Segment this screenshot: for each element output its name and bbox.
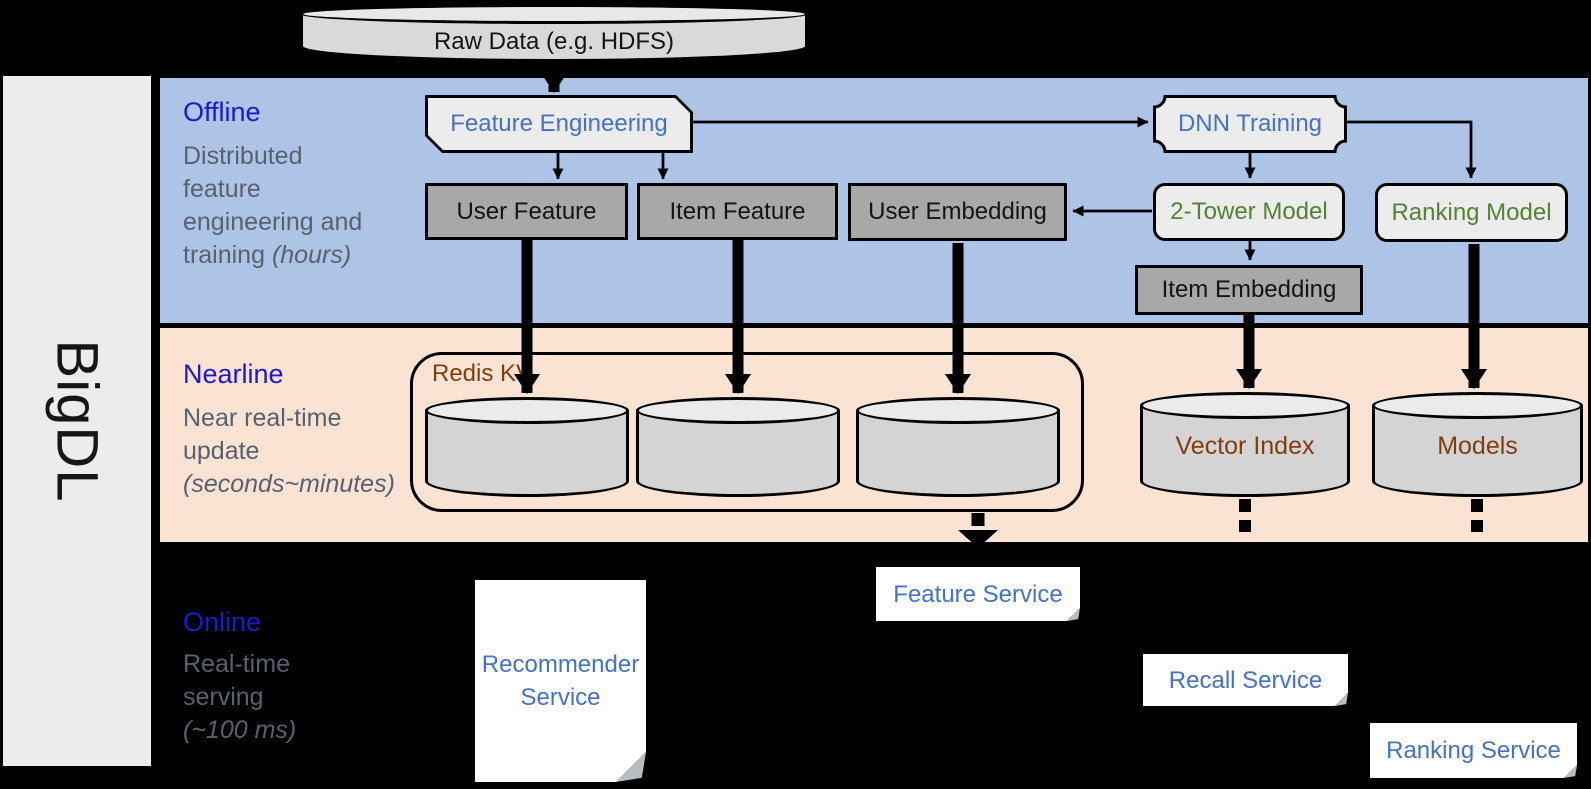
online-desc-line: serving — [183, 683, 264, 711]
online-title: Online — [183, 607, 262, 637]
offline-desc-line: feature — [183, 175, 261, 203]
item-embedding-node: Item Embedding — [1135, 265, 1363, 315]
ranking-model-node: Ranking Model — [1375, 183, 1568, 242]
recall-service-node: Recall Service — [1143, 654, 1348, 706]
recall-service-label: Recall Service — [1168, 666, 1323, 694]
cylinder-body — [1372, 405, 1583, 497]
nearline-desc-line: update — [183, 437, 260, 465]
online-description: Real-time serving (~100 ms) — [183, 648, 296, 747]
dnn-training-node: DNN Training — [1153, 95, 1347, 153]
redis-kv-label: Redis KV — [432, 360, 533, 387]
offline-desc-line: Distributed — [183, 142, 303, 170]
nearline-title: Nearline — [183, 359, 284, 389]
cylinder-body — [636, 410, 840, 497]
nearline-desc-line: Near real-time — [183, 404, 342, 432]
online-desc-line: (~100 ms) — [183, 716, 297, 744]
raw-data-label: Raw Data (e.g. HDFS) — [433, 28, 675, 55]
bigdl-side-rail: BigDL — [3, 76, 151, 766]
document-shape — [876, 567, 1080, 621]
user-feature-node: User Feature — [425, 183, 628, 240]
recommender-service-node: Recommender Service — [475, 580, 646, 782]
document-shape — [1143, 654, 1348, 706]
feature-engineering-node: Feature Engineering — [425, 95, 693, 153]
models-store: Models — [1372, 392, 1583, 497]
cylinder-top-icon — [1372, 392, 1583, 419]
feature-service-node: Feature Service — [876, 567, 1080, 621]
plaque-shape — [1153, 95, 1347, 153]
bigdl-logo-text: BigDL — [44, 339, 110, 503]
vector-index-label: Vector Index — [1175, 432, 1315, 460]
feature-service-label: Feature Service — [893, 580, 1063, 608]
dnn-training-label: DNN Training — [1177, 110, 1323, 137]
cylinder-top-icon — [425, 397, 629, 424]
document-shape — [1370, 723, 1577, 778]
offline-title: Offline — [183, 97, 261, 127]
recommender-service-label: Recommender Service — [481, 651, 640, 711]
redis-shard-cylinder-2 — [636, 397, 840, 497]
item-feature-node: Item Feature — [637, 183, 838, 240]
models-label: Models — [1437, 432, 1518, 460]
raw-data-store: Raw Data (e.g. HDFS) — [300, 4, 808, 62]
ranking-service-label: Ranking Service — [1386, 737, 1561, 764]
redis-shard-cylinder-3 — [856, 397, 1060, 497]
redis-shard-cylinder-1 — [425, 397, 629, 497]
online-desc-line: Real-time — [183, 650, 290, 678]
cylinder-top-icon — [1140, 392, 1350, 419]
ranking-service-node: Ranking Service — [1370, 723, 1577, 778]
nearline-desc-line: (seconds~minutes) — [183, 470, 395, 498]
nearline-description: Near real-time update (seconds~minutes) — [183, 402, 395, 501]
user-embedding-node: User Embedding — [848, 183, 1067, 241]
two-tower-model-node: 2-Tower Model — [1153, 183, 1345, 241]
cylinder-body — [1140, 405, 1350, 497]
offline-desc-line: training (hours) — [183, 241, 352, 269]
snip-shape-fill — [428, 98, 690, 150]
document-shape — [475, 580, 646, 782]
cylinder-top-icon — [636, 397, 840, 424]
cylinder-top-icon — [300, 4, 808, 24]
feature-engineering-label: Feature Engineering — [450, 110, 668, 137]
offline-description: Distributed feature engineering and trai… — [183, 140, 362, 272]
cylinder-body — [856, 410, 1060, 497]
cylinder-body — [425, 410, 629, 497]
cylinder-top-icon — [856, 397, 1060, 424]
redis-kv-container — [410, 352, 1084, 512]
vector-index-store: Vector Index — [1140, 392, 1350, 497]
offline-desc-line: engineering and — [183, 208, 363, 236]
